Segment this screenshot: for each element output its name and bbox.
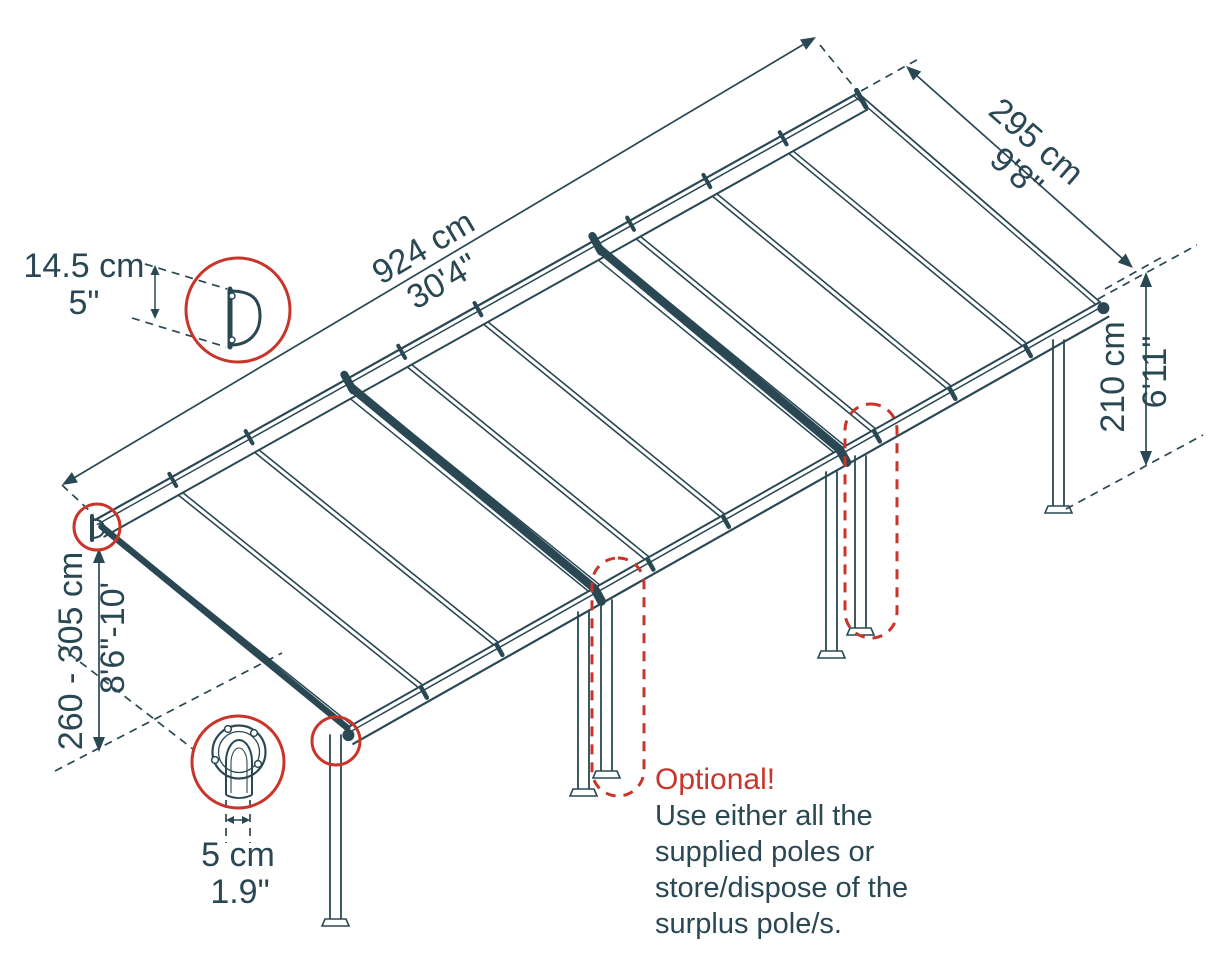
height-left-dimension-metric: 260 - 305 cm [52, 552, 90, 750]
pole-dimension-imperial: 1.9" [210, 873, 269, 911]
optional-pole-highlight-2 [843, 402, 899, 640]
optional-note: Optional! Use either all the supplied po… [655, 763, 908, 940]
corner-joint-callout-circle [310, 715, 362, 767]
optional-note-line-2: supplied poles or [655, 836, 875, 868]
optional-pole-highlight-1 [590, 556, 646, 798]
structure-lines [54, 37, 1204, 927]
profile-dimension-imperial: 5" [69, 284, 100, 322]
height-right-dimension-imperial: 6'11" [1136, 336, 1174, 409]
height-left-dimension-imperial: 8'6"-10' [94, 582, 132, 694]
optional-note-line-1: Use either all the [655, 800, 873, 832]
profile-dimension-metric: 14.5 cm [24, 247, 145, 285]
optional-note-line-3: store/dispose of the [655, 872, 908, 904]
wall-bracket-callout-circle [72, 502, 122, 552]
height-right-dimension-metric: 210 cm [1094, 321, 1132, 433]
pole-detail-callout-circle [190, 714, 286, 810]
optional-note-line-4: surplus pole/s. [655, 908, 842, 940]
profile-detail-callout-circle [184, 256, 292, 364]
pole-dimension-metric: 5 cm [201, 836, 275, 874]
optional-note-title: Optional! [655, 763, 775, 796]
